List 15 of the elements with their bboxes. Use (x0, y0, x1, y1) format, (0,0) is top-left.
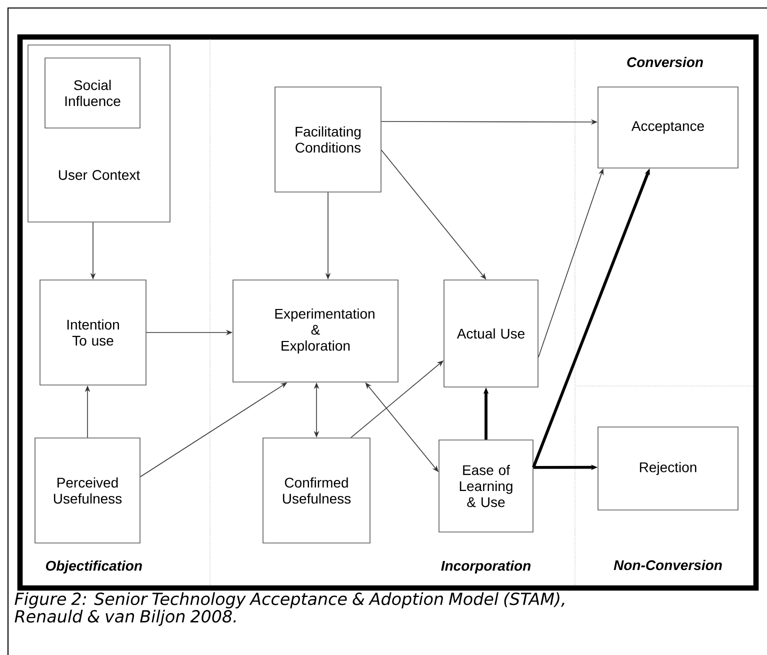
phase-label: Non-Conversion (614, 560, 722, 570)
phase-label: Objectification (46, 560, 142, 574)
caption: Figure 2: Senior Technology Acceptance & Adoption Model (STAM), Renauld & van Biljon 2008. (14, 592, 564, 626)
concept-box: Social Influence (44, 58, 140, 128)
concept-box: Actual Use (444, 280, 538, 388)
concept-box: Experimentation & Exploration (232, 280, 398, 382)
concept-box: Acceptance (598, 86, 738, 168)
concept-box: Confirmed Usefulness (262, 438, 370, 544)
concept-box: Ease of Learning & Use (438, 440, 534, 532)
concept-box: Rejection (598, 426, 738, 510)
concept-box: Perceived Usefulness (34, 438, 140, 544)
phase-label: Conversion (627, 56, 703, 68)
concept-box: Facilitating Conditions (274, 86, 382, 192)
concept-box: Intention To use (40, 280, 146, 386)
phase-label: Incorporation (441, 560, 531, 574)
